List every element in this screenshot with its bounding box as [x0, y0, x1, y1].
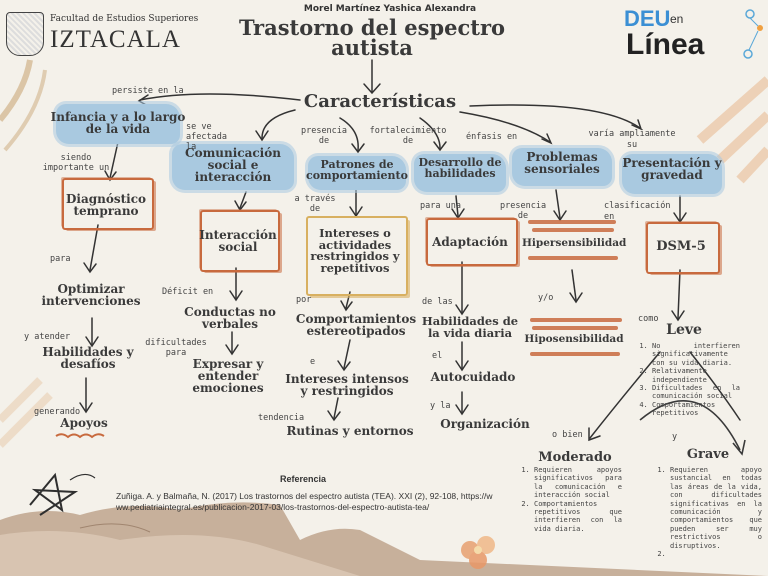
subtitle: Características [303, 91, 457, 112]
adaptacion-label: Adaptación [432, 235, 508, 249]
connector-presencia2: presencia de [500, 201, 547, 222]
apoyos-underline-scribble [55, 433, 105, 439]
category-label-c5: Problemas sensoriales [524, 150, 600, 176]
connector-enfasis: énfasis en [466, 132, 518, 142]
connector-por: por [296, 295, 312, 305]
leve-label: Leve [666, 322, 702, 338]
category-box-c4[interactable] [414, 154, 506, 192]
reference-heading: Referencia [280, 474, 327, 484]
interaccion-box[interactable] [200, 210, 280, 272]
page-title: Trastorno del espectro autista [238, 15, 506, 60]
category-label-c1: Infancia y a lo largo de la vida [50, 110, 186, 136]
category-label-c2: Comunicación social e interacción [185, 146, 281, 184]
list-item: Dificultades en la comunicación social [652, 384, 740, 401]
reference-text: Zuñiga. A. y Balmaña, N. (2017) Los tras… [116, 491, 493, 512]
category-box-c1[interactable] [56, 104, 180, 144]
connector-a-traves: a través de [294, 194, 336, 215]
intereses-int-label: Intereses intensos y restringidos [285, 372, 409, 398]
connector-clasificacion: clasificación en [604, 201, 671, 223]
connector-y-o: y/o [538, 293, 554, 303]
connector-se-ve: se ve afectada la [186, 122, 227, 153]
logo-faculty-text: Facultad de Estudios Superiores [50, 14, 199, 24]
deu-logo: DEU en Línea [624, 6, 766, 66]
connector-generando: generando [34, 407, 81, 417]
comportamientos-label: Comportamientos estereotipados [295, 312, 417, 338]
linea-text: Línea [626, 28, 705, 61]
interaccion-label: Interacción social [199, 228, 277, 254]
diagnostico-box[interactable] [62, 178, 154, 230]
connector-siendo: siendo importante un [42, 153, 110, 174]
stroke-line [532, 228, 614, 232]
dsm-box[interactable] [646, 222, 720, 274]
stroke-line [530, 318, 622, 322]
network-icon [743, 9, 763, 59]
moderado-list: Requieren apoyos significativos para la … [522, 466, 622, 533]
hab-vida-label: Habilidades de la vida diaria [421, 314, 519, 340]
adaptacion-box[interactable] [426, 218, 518, 266]
category-label-c4: Desarrollo de habilidades [418, 156, 502, 180]
connector-para: para [50, 254, 71, 264]
leve-list: No interfieren significativamente con su… [640, 342, 740, 418]
connector-e: e [310, 357, 316, 367]
category-label-c3: Patrones de comportamiento [306, 158, 408, 182]
stroke-line [532, 326, 618, 330]
deu-en-text: en [670, 12, 684, 26]
autocuidado-label: Autocuidado [430, 370, 516, 384]
connector-fortalecimiento: fortalecimiento de [369, 126, 447, 147]
conductas-label: Conductas no verbales [184, 305, 276, 331]
crest-icon [6, 12, 44, 56]
stroke-line [530, 352, 620, 356]
stroke-line [528, 256, 618, 260]
connector-persiste: persiste en la [112, 86, 184, 96]
list-item [670, 550, 762, 558]
connector-y: y [672, 432, 678, 442]
connector-el: el [432, 351, 443, 361]
connector-o-bien: o bien [552, 430, 583, 440]
connector-dificultades: dificultades para [145, 338, 207, 359]
optimizar-label: Optimizar intervenciones [41, 282, 141, 308]
list-item: Comportamientos repetitivos que interfie… [534, 500, 622, 534]
category-box-c6[interactable] [622, 154, 722, 194]
list-item: Requieren apoyo sustancial en todas las … [670, 466, 762, 550]
grave-list: Requieren apoyo sustancial en todas las … [658, 466, 762, 558]
diagnostico-label: Diagnóstico temprano [65, 192, 147, 218]
connector-tendencia: tendencia [258, 413, 305, 423]
connector-y-atender: y atender [24, 332, 71, 342]
organizacion-label: Organización [440, 417, 530, 431]
connector-de-las: de las [422, 297, 453, 307]
category-box-c3[interactable] [308, 156, 406, 190]
apoyos-label: Apoyos [60, 416, 108, 430]
deu-text: DEU [624, 6, 671, 31]
connector-para-una: para una [420, 201, 461, 211]
author-name: Morel Martínez Yashica Alexandra [303, 4, 477, 14]
moderado-label: Moderado [538, 450, 612, 465]
list-item: No interfieren significativamente con su… [652, 342, 740, 367]
grave-label: Grave [686, 447, 730, 462]
unam-logo: Facultad de Estudios Superiores IZTACALA [6, 12, 198, 56]
list-item: Requieren apoyos significativos para la … [534, 466, 622, 500]
connector-como: como [638, 314, 659, 324]
connector-varia: varía ampliamente su [588, 129, 676, 151]
stroke-line [528, 220, 616, 224]
connector-presencia: presencia de [300, 126, 348, 147]
category-box-c5[interactable] [512, 148, 612, 186]
connector-y-la: y la [430, 401, 451, 411]
logo-iztacala-text: IZTACALA [50, 26, 181, 53]
connector-deficit: Déficit en [162, 287, 214, 297]
rutinas-label: Rutinas y entornos [286, 424, 414, 438]
dsm-label: DSM-5 [656, 239, 706, 254]
expresar-label: Expresar y entender emociones [192, 357, 264, 395]
hiper-label: Hipersensibilidad [522, 237, 627, 249]
category-label-c6: Presentación y gravedad [622, 156, 722, 182]
intereses-box[interactable] [306, 216, 408, 296]
hipo-label: Hiposensibilidad [524, 333, 624, 345]
intereses-label: Intereses o actividades restringidos y r… [310, 226, 400, 275]
list-item: Comportamientos repetitivos [652, 401, 740, 418]
list-item: Relativamente independiente [652, 367, 740, 384]
category-box-c2[interactable] [172, 144, 294, 190]
habilidades-label: Habilidades y desafíos [42, 345, 134, 371]
